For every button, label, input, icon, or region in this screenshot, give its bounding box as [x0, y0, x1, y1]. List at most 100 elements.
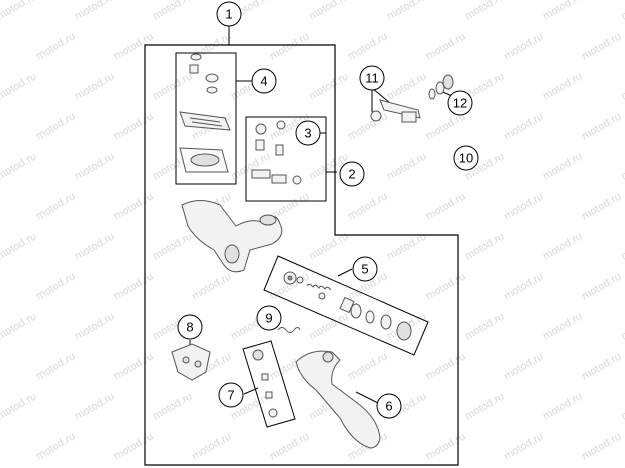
watermark-text: motod.ru — [502, 30, 546, 62]
watermark-text: motod.ru — [580, 270, 624, 302]
part-4-reservoir-cap-set — [179, 53, 231, 173]
watermark-text: motod.ru — [151, 0, 195, 23]
svg-text:3: 3 — [304, 126, 311, 141]
watermark-text: motod.ru — [346, 350, 390, 382]
watermark-text: motod.ru — [619, 70, 625, 102]
watermark-text: motod.ru — [112, 30, 156, 62]
callout-10: 10 — [453, 145, 479, 171]
watermark-text: motod.ru — [34, 430, 78, 462]
watermark-text: motod.ru — [619, 230, 625, 262]
part-11-12-hose-fittings — [370, 74, 454, 123]
svg-text:11: 11 — [365, 71, 379, 86]
watermark-text: motod.ru — [619, 150, 625, 182]
watermark-text: motod.ru — [112, 350, 156, 382]
svg-text:10: 10 — [459, 151, 473, 166]
watermark-text: motod.ru — [580, 110, 624, 142]
svg-text:6: 6 — [385, 399, 392, 414]
part-3-screw-kit — [251, 120, 302, 185]
svg-text:1: 1 — [225, 7, 232, 22]
callout-1: 1 — [216, 1, 242, 27]
watermark-text: motod.ru — [463, 390, 507, 422]
watermark-text: motod.ru — [502, 270, 546, 302]
watermark-text: motod.ru — [112, 110, 156, 142]
callout-layer: 1 2 3 4 5 6 7 8 9 10 11 12 — [177, 1, 479, 419]
watermark-text: motod.ru — [619, 390, 625, 422]
watermark-text: motod.ru — [541, 70, 585, 102]
watermark-text: motod.ru — [424, 430, 468, 462]
watermark-text: motod.ru — [307, 0, 351, 23]
watermark-text: motod.ru — [502, 190, 546, 222]
watermark-text: motod.ru — [73, 70, 117, 102]
watermark-text: motod.ru — [541, 310, 585, 342]
watermark-text: motod.ru — [307, 310, 351, 342]
watermark-text: motod.ru — [151, 390, 195, 422]
kit-box-4 — [175, 52, 237, 185]
watermark-text: motod.ru — [541, 390, 585, 422]
watermark-text: motod.ru — [541, 150, 585, 182]
watermark-text: motod.ru — [0, 310, 39, 342]
watermark-text: motod.ru — [112, 430, 156, 462]
watermark-text: motod.ru — [0, 230, 39, 262]
watermark-text: motod.ru — [34, 270, 78, 302]
watermark-text: motod.ru — [34, 350, 78, 382]
callout-8: 8 — [177, 314, 203, 340]
watermark-text: motod.ru — [424, 30, 468, 62]
watermark-text: motod.ru — [580, 190, 624, 222]
watermark-text: motod.ru — [502, 110, 546, 142]
part-2-master-cylinder-body — [181, 200, 283, 273]
watermark-text: motod.ru — [424, 350, 468, 382]
svg-text:12: 12 — [453, 96, 467, 111]
watermark-text: motod.ru — [0, 0, 39, 23]
watermark-text: motod.ru — [0, 390, 39, 422]
svg-text:2: 2 — [348, 167, 355, 182]
callout-5: 5 — [352, 256, 378, 282]
watermark-text: motod.ru — [580, 30, 624, 62]
watermark-text: motod.ru — [385, 70, 429, 102]
callout-2: 2 — [339, 161, 365, 187]
watermark-text: motod.ru — [463, 230, 507, 262]
part-6-lever — [295, 350, 381, 449]
watermark-text: motod.ru — [346, 30, 390, 62]
watermark-text: motod.ru — [73, 390, 117, 422]
watermark-text: motod.ru — [463, 0, 507, 23]
watermark-text: motod.ru — [502, 350, 546, 382]
watermark-text: motod.ru — [34, 30, 78, 62]
watermark-text: motod.ru — [541, 0, 585, 23]
watermark-text: motod.ru — [385, 0, 429, 23]
part-8-clamp — [171, 343, 211, 381]
part-7-lever-bracket — [252, 349, 278, 418]
watermark-text: motod.ru — [190, 430, 234, 462]
callout-9: 9 — [256, 305, 282, 331]
watermark-text: motod.ru — [619, 0, 625, 23]
watermark-text: motod.ru — [580, 430, 624, 462]
watermark-text: motod.ru — [268, 30, 312, 62]
watermark-text: motod.ru — [619, 310, 625, 342]
watermark-text: motod.ru — [502, 430, 546, 462]
watermark-text: motod.ru — [346, 190, 390, 222]
watermark-text: motod.ru — [424, 190, 468, 222]
watermark-text: motod.ru — [0, 70, 39, 102]
callout-7: 7 — [218, 382, 244, 408]
watermark-text: motod.ru — [0, 150, 39, 182]
svg-text:5: 5 — [361, 262, 368, 277]
part-9-spring — [277, 327, 301, 333]
svg-text:7: 7 — [227, 388, 234, 403]
kit-box-3 — [245, 116, 327, 202]
watermark-text: motod.ru — [385, 150, 429, 182]
watermark-text: motod.ru — [34, 110, 78, 142]
svg-text:4: 4 — [260, 74, 267, 89]
watermark-text: motod.ru — [346, 110, 390, 142]
watermark-text: motod.ru — [580, 350, 624, 382]
watermark-text: motod.ru — [190, 270, 234, 302]
watermark-text: motod.ru — [151, 230, 195, 262]
watermark-text: motod.ru — [73, 310, 117, 342]
watermark-text: motod.ru — [307, 70, 351, 102]
watermark-text: motod.ru — [112, 270, 156, 302]
callout-6: 6 — [376, 393, 402, 419]
watermark-text: motod.ru — [73, 0, 117, 23]
watermark-text: motod.ru — [151, 70, 195, 102]
watermark-text: motod.ru — [34, 190, 78, 222]
